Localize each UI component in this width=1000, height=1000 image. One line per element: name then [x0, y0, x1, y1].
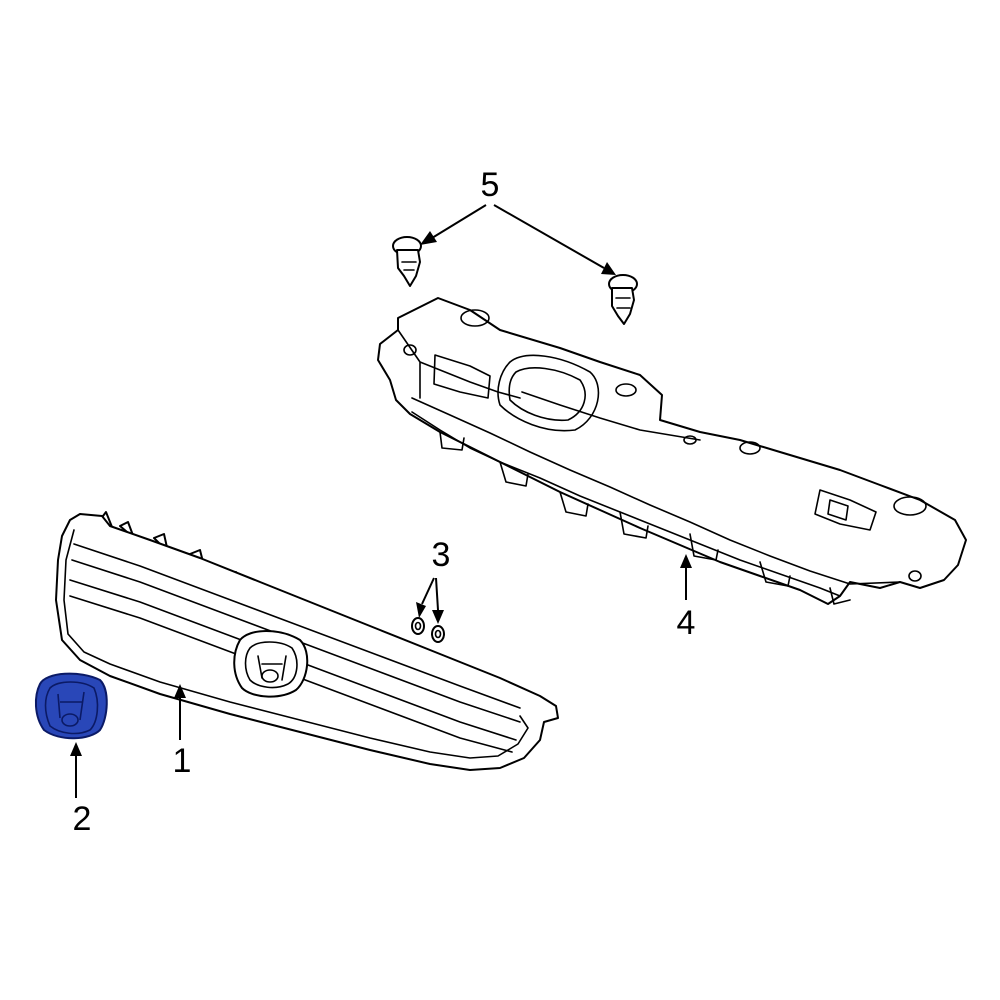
callout-1: 1: [173, 742, 192, 780]
leader-lines: [70, 204, 692, 798]
callout-5: 5: [481, 166, 500, 204]
push-rivet-left[interactable]: [392, 236, 422, 287]
radiator-grille[interactable]: [55, 511, 559, 771]
push-rivet-right[interactable]: [608, 274, 638, 325]
callout-4: 4: [677, 604, 696, 642]
upper-support-bracket[interactable]: [377, 297, 967, 605]
callout-3: 3: [432, 536, 451, 574]
clip-right[interactable]: [431, 625, 445, 643]
clip-left[interactable]: [411, 617, 425, 635]
callout-2: 2: [73, 800, 92, 838]
emblem-body: [34, 672, 108, 740]
grille-emblem[interactable]: [34, 672, 108, 740]
